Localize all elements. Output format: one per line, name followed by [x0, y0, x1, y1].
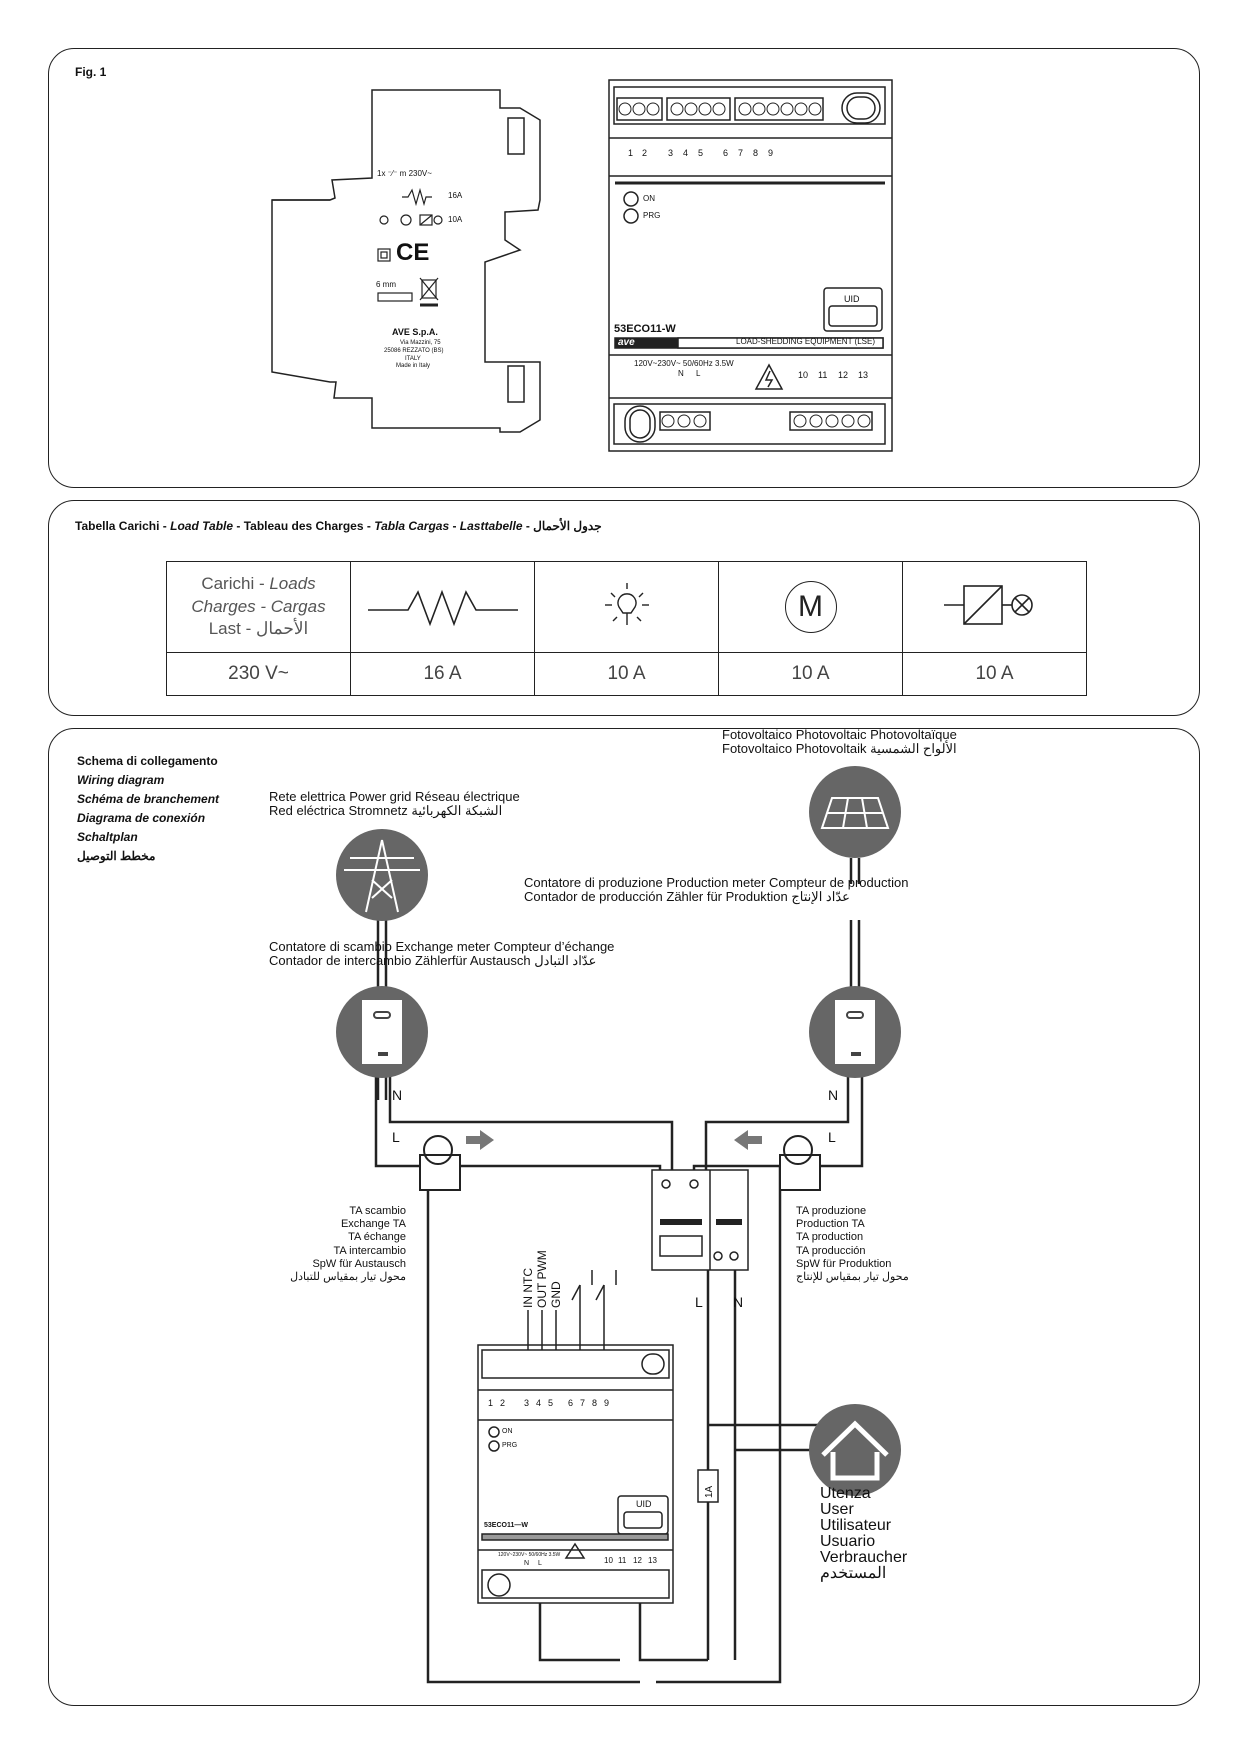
ce-mark: CE: [396, 239, 430, 266]
band-label: LOAD-SHEDDING EQUIPMENT (LSE): [736, 337, 875, 346]
voltage-cell: 230 V~: [166, 652, 351, 696]
model-label: 53ECO11-W: [614, 323, 676, 335]
maker-name: AVE S.p.A.: [392, 327, 438, 337]
motor-icon: M: [784, 581, 837, 633]
in-ntc-label: IN NTC: [521, 1268, 535, 1308]
maker-addr-4: Made in Italy: [396, 363, 431, 369]
resistive-rating: 16A: [448, 191, 463, 200]
lamp-icon: [604, 582, 649, 625]
device-led-prg-label: PRG: [502, 1442, 518, 1449]
rating-cell: 10 A: [534, 652, 719, 696]
production-meter-label: Contatore di produzione Production meter…: [524, 875, 909, 904]
rating-cell: 10 A: [718, 652, 903, 696]
rating-cell: 16 A: [350, 652, 535, 696]
supply-label: 120V~230V~ 50/60Hz 3.5W: [634, 359, 734, 368]
photovoltaic-label: Fotovoltaico Photovoltaic Photovoltaïque…: [722, 727, 957, 756]
device-model-label: 53ECO11—W: [484, 1522, 528, 1529]
maker-addr-3: ITALY: [405, 356, 421, 362]
device-n-label: N: [524, 1560, 530, 1567]
resistor-cell: [350, 561, 535, 653]
device-uid-label: UID: [636, 1499, 652, 1509]
transformer-lamp-icon: [943, 584, 1033, 625]
exchange-meter-label: Contatore di scambio Exchange meter Comp…: [269, 939, 615, 968]
maker-addr-1: Via Mazzini, 75: [400, 340, 441, 346]
device-led-on-label: ON: [502, 1428, 513, 1435]
transformer-cell: [902, 561, 1087, 653]
out-pwm-label: OUT PWM: [535, 1250, 549, 1308]
uid-label: UID: [844, 294, 860, 304]
live-label: L: [695, 1294, 703, 1310]
live-label: L: [392, 1129, 400, 1145]
n-label: N: [678, 369, 684, 378]
motor-cell: M: [718, 561, 903, 653]
power-grid-label: Rete elettrica Power grid Réseau électri…: [269, 789, 520, 818]
device-l-label: L: [538, 1560, 542, 1567]
load-table-panel: [48, 500, 1200, 716]
l-label: L: [696, 369, 701, 378]
load-table: Carichi - Loads Charges - Cargas Last - …: [166, 561, 1087, 696]
ta-production-label: TA produzione Production TA TA productio…: [796, 1205, 909, 1283]
device-supply-label: 120V~230V~ 50/60Hz 3.5W: [498, 1552, 561, 1558]
brand-logo: ave: [618, 337, 635, 348]
neutral-label: N: [733, 1294, 744, 1310]
neutral-label: N: [828, 1087, 839, 1103]
switch-rating: 1x ⁻⁄⁻ m 230V~: [377, 169, 432, 178]
load-header-cell: Carichi - Loads Charges - Cargas Last - …: [166, 561, 351, 653]
load-table-heading: Tabella Carichi - Load Table - Tableau d…: [75, 519, 602, 533]
resistor-icon: [367, 589, 518, 626]
led-on-label: ON: [643, 194, 655, 203]
user-label: Utenza User Utilisateur Usuario Verbrauc…: [820, 1485, 908, 1582]
neutral-label: N: [392, 1087, 403, 1103]
mixed-rating: 10A: [448, 215, 463, 224]
strip-length: 6 mm: [376, 280, 396, 289]
live-label: L: [828, 1129, 836, 1145]
lamp-cell: [534, 561, 719, 653]
figure-panel: [48, 48, 1200, 488]
figure-title: Fig. 1: [75, 65, 107, 79]
fuse-label: 1A: [704, 1485, 715, 1498]
ta-exchange-label: TA scambio Exchange TA TA échange TA int…: [290, 1205, 406, 1283]
maker-addr-2: 25086 REZZATO (BS): [384, 348, 444, 354]
wiring-title: Schema di collegamento Wiring diagram Sc…: [77, 754, 220, 863]
led-prg-label: PRG: [643, 211, 661, 220]
gnd-label: GND: [549, 1281, 563, 1308]
rating-cell: 10 A: [902, 652, 1087, 696]
wiring-panel: [48, 728, 1200, 1706]
